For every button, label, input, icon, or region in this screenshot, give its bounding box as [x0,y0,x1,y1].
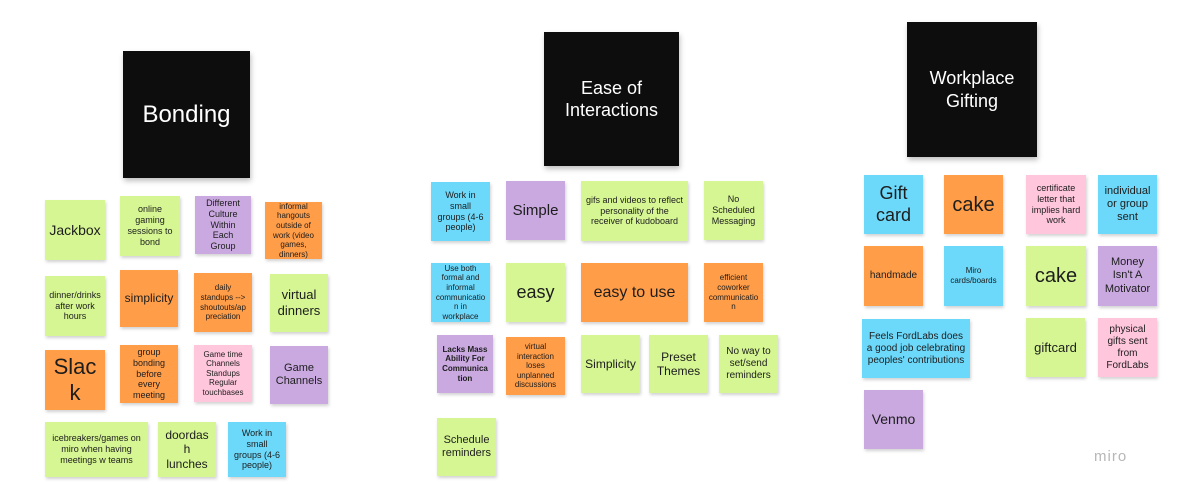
sticky-note[interactable]: Slack [45,350,105,410]
sticky-note[interactable]: gifs and videos to reflect personality o… [581,181,688,241]
sticky-note[interactable]: Venmo [864,390,923,449]
sticky-note[interactable]: giftcard [1026,318,1085,377]
sticky-note[interactable]: Simple [506,181,565,240]
sticky-note[interactable]: certificate letter that implies hard wor… [1026,175,1086,234]
sticky-note[interactable]: individual or group sent [1098,175,1157,234]
sticky-note[interactable]: doordash lunches [158,422,216,477]
sticky-note[interactable]: easy [506,263,565,322]
sticky-note[interactable]: Feels FordLabs does a good job celebrati… [862,319,970,378]
sticky-note[interactable]: Use both formal and informal communicati… [431,263,490,322]
sticky-note[interactable]: handmade [864,246,923,306]
header-note-label: Bonding [142,100,231,128]
sticky-note[interactable]: group bonding before every meeting [120,345,178,403]
sticky-note[interactable]: Simplicity [581,335,640,393]
sticky-note[interactable]: daily standups --> shoutouts/appreciatio… [194,273,252,332]
sticky-note[interactable]: Game Channels [270,346,328,404]
sticky-note[interactable]: informal hangouts outside of work (video… [265,202,322,259]
sticky-note[interactable]: Preset Themes [649,335,708,393]
sticky-note[interactable]: Different Culture Within Each Group [195,196,251,254]
sticky-note[interactable]: dinner/drinks after work hours [45,276,105,336]
sticky-note[interactable]: cake [1026,246,1086,306]
sticky-note[interactable]: No Scheduled Messaging [704,181,763,240]
sticky-note[interactable]: Jackbox [45,200,105,260]
sticky-note[interactable]: physical gifts sent from FordLabs [1098,318,1157,377]
header-note-workplace-gifting[interactable]: Workplace Gifting [907,22,1037,157]
sticky-note[interactable]: Game time Channels Standups Regular touc… [194,345,252,402]
sticky-note[interactable]: virtual dinners [270,274,328,332]
sticky-note[interactable]: online gaming sessions to bond [120,196,180,256]
sticky-note[interactable]: efficient coworker communication [704,263,763,322]
sticky-note[interactable]: Work in small groups (4-6 people) [431,182,490,241]
sticky-note[interactable]: virtual interaction loses unplanned disc… [506,337,565,395]
sticky-note[interactable]: Miro cards/boards [944,246,1003,306]
header-note-label: Workplace Gifting [929,68,1015,111]
header-note-ease-of-interactions[interactable]: Ease of Interactions [544,32,679,166]
header-note-bonding[interactable]: Bonding [123,51,250,178]
sticky-note[interactable]: icebreakers/games on miro when having me… [45,422,148,477]
sticky-note[interactable]: Work in small groups (4-6 people) [228,422,286,477]
sticky-note[interactable]: Gift card [864,175,923,234]
sticky-note[interactable]: simplicity [120,270,178,327]
header-note-label: Ease of Interactions [564,77,659,121]
sticky-note[interactable]: Lacks Mass Ability For Communication [437,335,493,393]
sticky-note[interactable]: cake [944,175,1003,234]
sticky-note[interactable]: Money Isn't A Motivator [1098,246,1157,306]
sticky-note[interactable]: easy to use [581,263,688,322]
sticky-note[interactable]: No way to set/send reminders [719,335,778,393]
miro-watermark: miro [1094,448,1128,465]
sticky-note[interactable]: Schedule reminders [437,418,496,476]
